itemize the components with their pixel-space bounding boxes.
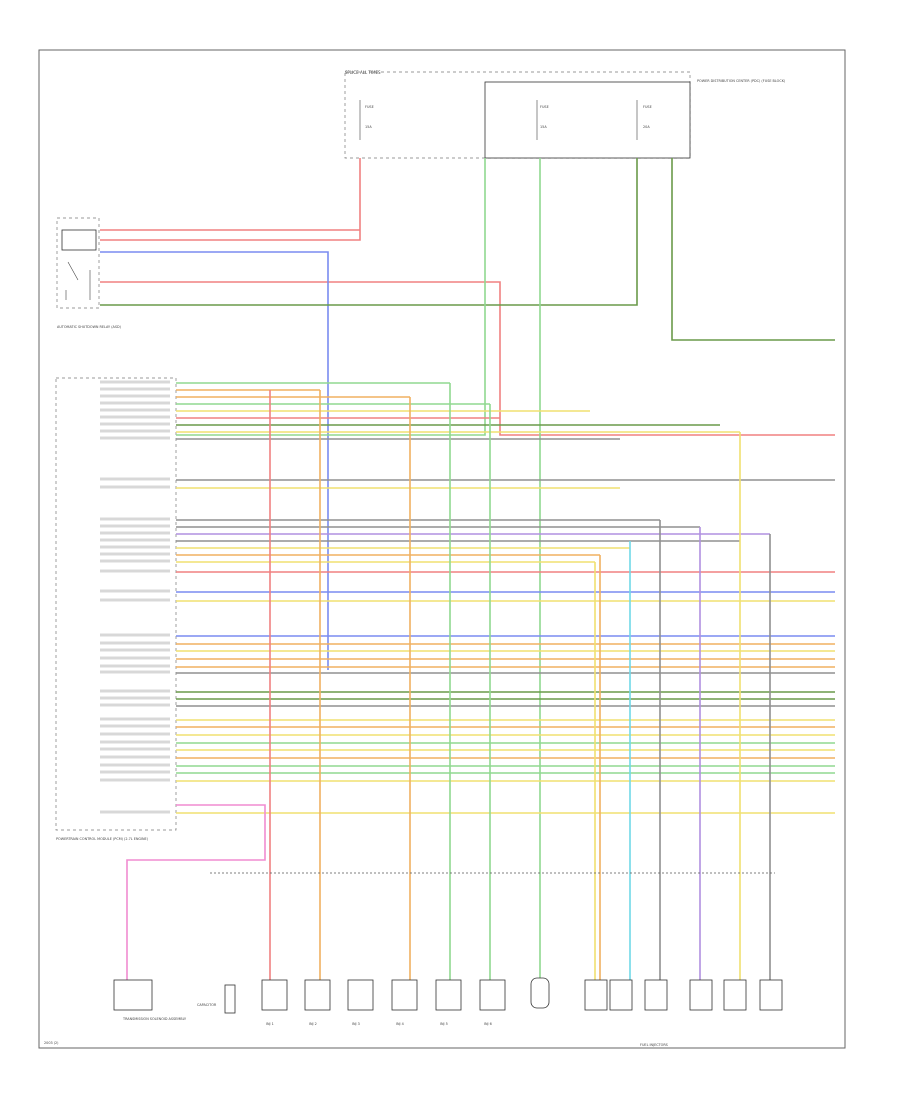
pcm-pin-label [100, 641, 170, 645]
pcm: POWERTRAIN CONTROL MODULE (PCM) (2.7L EN… [55, 377, 177, 841]
pcm-pin-label [100, 664, 170, 668]
fuse-3-label: FUSE [643, 105, 652, 109]
pcm-pin-label [100, 552, 170, 556]
pcm-pin-label [100, 656, 170, 660]
fuel-injector-2-box [609, 979, 633, 1011]
injector-3-label: INJ 3 [352, 1022, 360, 1026]
injector-2-box [304, 979, 331, 1011]
fuel-injectors-label: FUEL INJECTORS [640, 1043, 668, 1047]
pdc-caption: POWER DISTRIBUTION CENTER (PDC) (FUSE BL… [697, 79, 786, 83]
injector-6-label: INJ 6 [484, 1022, 492, 1026]
fuse-box-title: SPLICE ALL TIMES [345, 70, 381, 75]
wire-pdc-green [176, 158, 486, 436]
wire-layer [100, 158, 835, 1000]
pcm-pin-label [100, 429, 170, 433]
capacitor-1-box [224, 984, 236, 1014]
pcm-pin-label [100, 517, 170, 521]
injector-1-label: INJ 1 [266, 1022, 274, 1026]
fuse-2-amp: 15A [540, 125, 547, 129]
injector-5-box [435, 979, 462, 1011]
pcm-pin-label [100, 598, 170, 602]
pcm-pin-label [100, 763, 170, 767]
wire-relay-darkgreen [100, 158, 638, 306]
wire-pink-solenoid [126, 804, 266, 990]
injector-3-box [347, 979, 374, 1011]
pcm-pin-label [100, 524, 170, 528]
capacitor-2-box [530, 977, 550, 1009]
pcm-pin-label [100, 717, 170, 721]
fuse-1-amp: 15A [365, 125, 372, 129]
pcm-pin-label [100, 422, 170, 426]
pcm-pin-label [100, 477, 170, 481]
fuel-injector-5-box [723, 979, 747, 1011]
bottom-left-component-label: TRANSMISSION SOLENOID ASSEMBLY [122, 1017, 187, 1021]
pcm-pin-label [100, 648, 170, 652]
wire-relay-red-b [100, 281, 835, 436]
fuse-box: SPLICE ALL TIMES FUSE 15A FUSE 15A FUSE … [344, 70, 786, 159]
injector-4-label: INJ 4 [396, 1022, 404, 1026]
pcm-pin-label [100, 401, 170, 405]
pcm-caption: POWERTRAIN CONTROL MODULE (PCM) (2.7L EN… [56, 837, 149, 841]
asd-relay: AUTOMATIC SHUTDOWN RELAY (ASD) [56, 217, 122, 329]
pcm-pin-label [100, 387, 170, 391]
pcm-pin-label [100, 724, 170, 728]
pcm-pin-label [100, 740, 170, 744]
pcm-pin-label [100, 485, 170, 489]
pcm-pin-label [100, 703, 170, 707]
footer-code: 2003 (2) [44, 1041, 59, 1045]
pcm-pin-label [100, 531, 170, 535]
injector-5-label: INJ 5 [440, 1022, 448, 1026]
diagram-frame [38, 49, 846, 1049]
pcm-pin-label [100, 810, 170, 814]
pcm-pin-label [100, 689, 170, 693]
pcm-pin-label [100, 778, 170, 782]
transmission-solenoid-box [113, 979, 153, 1011]
pcm-pin-label [100, 755, 170, 759]
fuse-3-amp: 20A [643, 125, 650, 129]
pcm-pin-label [100, 394, 170, 398]
fuel-injector-6-box [759, 979, 783, 1011]
pcm-pin-label [100, 589, 170, 593]
pcm-pin-label [100, 380, 170, 384]
pcm-pin-label [100, 408, 170, 412]
fuse-1-label: FUSE [365, 105, 374, 109]
pcm-pin-label [100, 569, 170, 573]
wire-fuse1-red [100, 158, 361, 241]
fuel-injector-3-box [644, 979, 668, 1011]
pcm-pin-label [100, 559, 170, 563]
pcm-pin-label [100, 696, 170, 700]
pcm-pin-label [100, 633, 170, 637]
pcm-pin-label [100, 545, 170, 549]
pcm-pin-list [100, 380, 170, 814]
wire-relay-blue [100, 251, 329, 670]
pcm-pin-label [100, 770, 170, 774]
pcm-pin-label [100, 732, 170, 736]
injector-6-box [479, 979, 506, 1011]
pcm-pin-label [100, 670, 170, 674]
pcm-pin-label [100, 415, 170, 419]
injector-1-box [261, 979, 288, 1011]
pcm-pin-label [100, 436, 170, 440]
pcm-pin-label [100, 747, 170, 751]
fuel-injector-4-box [689, 979, 713, 1011]
fuse-2-label: FUSE [540, 105, 549, 109]
pcm-pin-label [100, 538, 170, 542]
injector-2-label: INJ 2 [309, 1022, 317, 1026]
asd-relay-caption: AUTOMATIC SHUTDOWN RELAY (ASD) [57, 325, 122, 329]
fuel-injector-1-box [584, 979, 608, 1011]
injector-row: INJ 1 INJ 2 INJ 3 INJ 4 INJ 5 INJ 6 [113, 977, 783, 1026]
capacitor-label: CAPACITOR [197, 1003, 217, 1007]
injector-4-box [391, 979, 418, 1011]
wire-pdc-darkgreen [671, 158, 835, 341]
